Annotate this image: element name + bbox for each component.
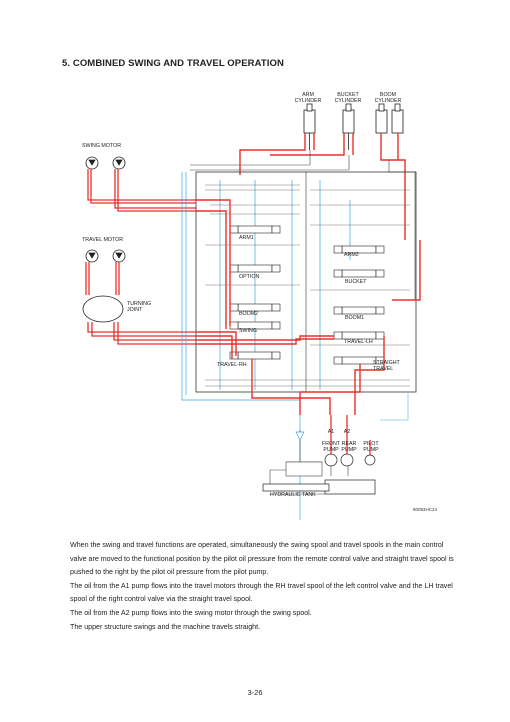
travel-motor	[85, 249, 126, 263]
body-paragraph: When the swing and travel functions are …	[70, 541, 454, 577]
swing-motor-label: SWING MOTOR	[82, 143, 122, 149]
body-paragraph: The upper structure swings and the machi…	[70, 622, 261, 631]
spool-swing	[229, 321, 281, 330]
spool-straight-travel	[333, 356, 385, 365]
spool-boom2	[229, 303, 281, 312]
swing-motor	[85, 156, 126, 170]
hydraulic-tank-symbol	[262, 483, 330, 492]
a1-label: A1	[327, 429, 335, 435]
swing-label: SWING	[239, 328, 257, 334]
page-number: 3-26	[247, 688, 263, 697]
body-paragraph: The oil from the A2 pump flows into the …	[70, 608, 312, 617]
arm-cylinder	[303, 103, 316, 150]
section-title: 5. COMBINED SWING AND TRAVEL OPERATION	[62, 58, 284, 69]
spool-option	[229, 264, 281, 273]
spool-bucket	[333, 269, 385, 278]
spool-arm2	[333, 245, 385, 254]
option-label: OPTION	[239, 274, 260, 280]
boom2-label: BOOM2	[239, 311, 259, 317]
body-paragraph: The oil from the A1 pump flows into the …	[70, 581, 453, 604]
a2-label: A2	[343, 429, 351, 435]
spool-travel-rh	[229, 351, 281, 360]
turning-joint-symbol	[82, 295, 124, 323]
travel-motor-label: TRAVEL MOTOR	[82, 237, 124, 243]
spool-arm1	[229, 225, 281, 234]
body-text: When the swing and travel functions are …	[70, 539, 455, 634]
arm2-label: ARM2	[344, 252, 359, 258]
spool-boom1	[333, 306, 385, 315]
figure-code: 80093HC24	[413, 507, 438, 512]
boom1-label: BOOM1	[345, 315, 365, 321]
pump-group	[324, 453, 376, 495]
bucket-label: BUCKET	[345, 279, 367, 285]
hydraulic-tank-label: HYDRAULIC TANK	[270, 492, 316, 498]
spool-travel-lh	[333, 331, 385, 340]
boom-cylinder	[375, 103, 404, 134]
arm1-label: ARM1	[239, 235, 254, 241]
travel-rh-label: TRAVEL-RH	[217, 362, 247, 368]
travel-lh-label: TRAVEL-LH	[344, 339, 373, 345]
bucket-cylinder	[342, 103, 355, 150]
